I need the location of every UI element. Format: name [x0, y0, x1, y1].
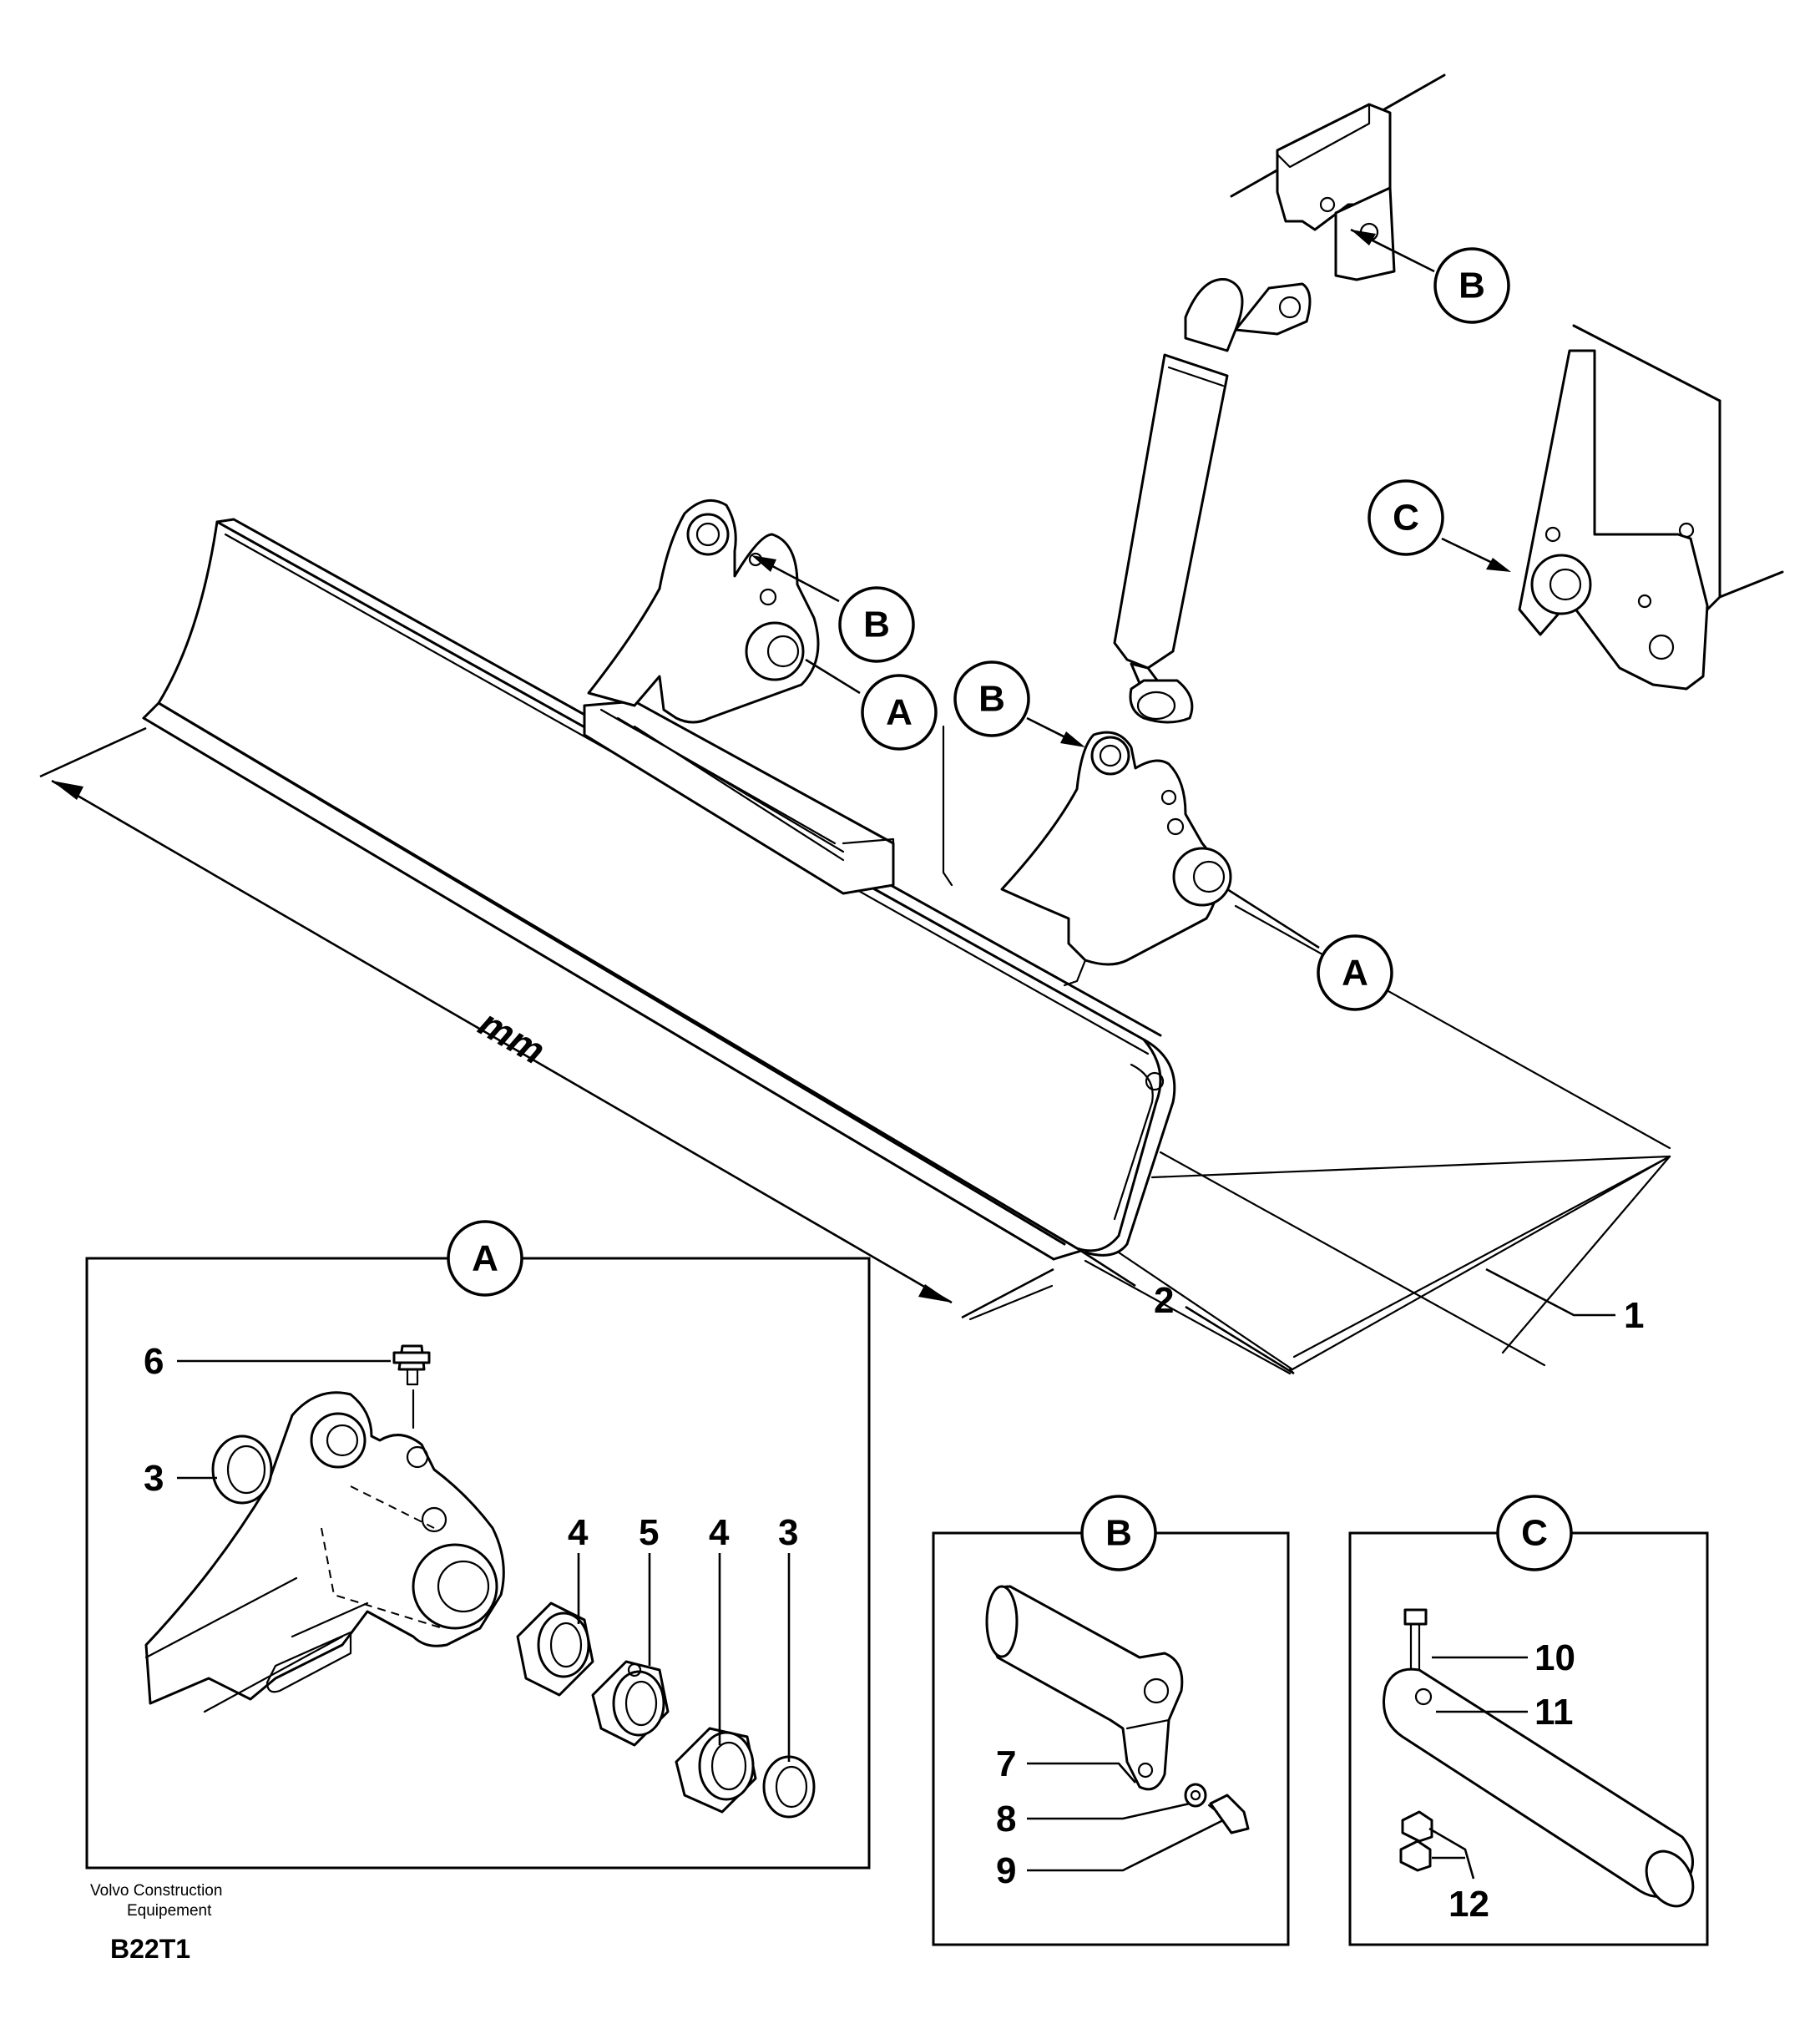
detail-a-title: A — [472, 1238, 498, 1279]
company-line-1: Volvo Construction — [90, 1882, 222, 1900]
pin-c — [1383, 1667, 1695, 1908]
callout-b-right-bracket: B — [978, 679, 1005, 720]
part-12: 12 — [1448, 1884, 1489, 1925]
callout-c-frame: C — [1393, 498, 1419, 539]
part-2: 2 — [1154, 1280, 1174, 1321]
part-6: 6 — [144, 1341, 164, 1382]
callout-b-frame: B — [1459, 266, 1485, 306]
detail-view-b: B 7 8 9 — [932, 1495, 1290, 1946]
seal-right — [762, 1755, 816, 1819]
company-line-2: Equipement — [127, 1902, 212, 1920]
dimension-label: mm — [472, 1001, 553, 1073]
part-3-right: 3 — [778, 1512, 798, 1553]
bushing-1 — [516, 1601, 594, 1697]
detail-b-title: B — [1105, 1513, 1132, 1554]
part-11: 11 — [1534, 1692, 1574, 1733]
callout-b-left-bracket: B — [863, 605, 890, 645]
callout-a-left-bracket: A — [886, 692, 913, 733]
part-8: 8 — [996, 1799, 1016, 1839]
seal-left — [211, 1435, 273, 1505]
part-9: 9 — [996, 1850, 1016, 1891]
part-3-left: 3 — [144, 1458, 164, 1499]
bushing-2 — [675, 1727, 757, 1814]
part-1: 1 — [1624, 1295, 1644, 1336]
drawing-code: B22T1 — [110, 1934, 190, 1964]
dozer-blade — [142, 518, 1176, 1261]
grease-nipple — [392, 1344, 431, 1386]
left-mounting-bracket — [587, 498, 820, 724]
frame-bracket-c — [1518, 324, 1784, 691]
extension-lines — [942, 725, 1671, 1375]
callout-a-right-bracket: A — [1342, 953, 1368, 994]
part-4-first: 4 — [568, 1512, 589, 1553]
main-callouts: B C B A B A 1 2 — [751, 228, 1644, 1375]
washer — [1184, 1783, 1207, 1808]
sleeve-pin — [591, 1660, 670, 1747]
part-5: 5 — [639, 1512, 659, 1553]
footer: Volvo Construction Equipement B22T1 — [90, 1882, 222, 1964]
pin-with-plate — [985, 1585, 1184, 1791]
detail-view-a: A 6 3 — [85, 1220, 871, 1870]
part-4-second: 4 — [709, 1512, 730, 1553]
nuts-c — [1399, 1810, 1433, 1872]
bolt — [1207, 1794, 1250, 1834]
detail-c-title: C — [1521, 1513, 1548, 1554]
right-mounting-bracket — [1000, 731, 1232, 987]
part-7: 7 — [996, 1743, 1016, 1784]
detail-view-c: C 10 11 12 — [1348, 1495, 1709, 1946]
frame-bracket-b — [1230, 73, 1446, 281]
part-10: 10 — [1534, 1637, 1575, 1678]
hydraulic-cylinder — [1113, 278, 1312, 724]
bolt-c — [1403, 1608, 1428, 1680]
